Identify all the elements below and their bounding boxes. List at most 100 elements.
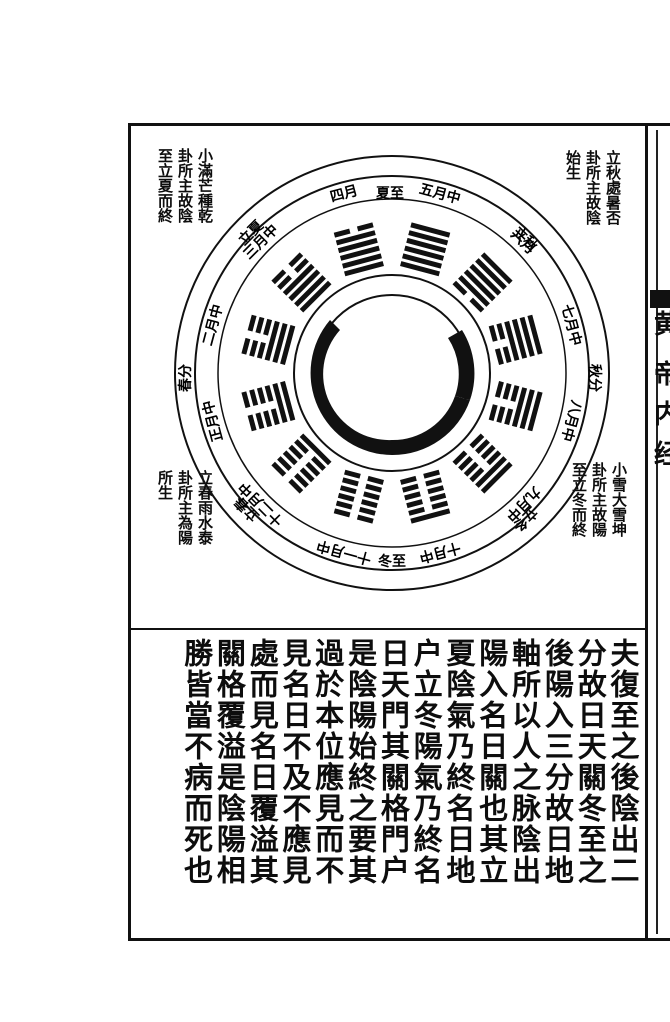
yang-line xyxy=(463,269,496,302)
yang-line xyxy=(511,318,528,359)
yin-line xyxy=(241,391,251,409)
month-label: 六月 xyxy=(507,226,539,258)
outer-label-left: 春分 xyxy=(177,364,194,393)
hexagram-12 xyxy=(333,222,384,277)
yang-line xyxy=(480,461,513,494)
yang-line xyxy=(410,222,451,238)
yin-line xyxy=(247,314,257,332)
yin-line xyxy=(294,473,309,488)
month-label: 正月中 xyxy=(199,398,226,443)
note-bottom-right-col: 卦所主故陽 xyxy=(590,462,608,537)
yin-line xyxy=(305,461,321,477)
yin-line xyxy=(504,408,514,426)
yin-line xyxy=(365,483,382,493)
yin-line xyxy=(249,340,259,357)
yang-line xyxy=(475,258,507,290)
yang-line xyxy=(404,245,445,261)
yin-line xyxy=(288,444,304,460)
yin-line xyxy=(452,450,468,466)
body-text-column: 關格覆溢是陰陽相 xyxy=(212,638,247,886)
month-label: 七月中 xyxy=(558,303,585,348)
hexagram-8 xyxy=(271,433,332,494)
yin-line xyxy=(502,346,512,363)
hexagram-layer xyxy=(241,222,543,524)
hexagram-11 xyxy=(271,252,332,313)
yin-line xyxy=(494,348,504,365)
yin-line xyxy=(271,461,287,477)
yin-line xyxy=(264,385,274,402)
body-text-column: 夫復至之後陰出二 xyxy=(606,638,640,886)
yin-line xyxy=(271,269,287,285)
yin-line xyxy=(431,500,449,510)
yang-line xyxy=(469,263,502,296)
note-top-right-col: 卦所主故陰 xyxy=(584,150,602,225)
outer-label-top: 夏至 xyxy=(376,185,404,202)
yang-line xyxy=(475,456,507,488)
yin-line xyxy=(247,414,257,432)
note-bottom-right-col: 小雪大雪坤 xyxy=(610,462,628,537)
note-top-left-col: 小滿芒種乾 xyxy=(196,148,214,223)
body-text-column: 户立冬陽氣乃終名 xyxy=(409,638,444,886)
yang-line xyxy=(527,314,543,355)
month-label: 十月中 xyxy=(417,539,462,566)
yin-line xyxy=(406,499,423,509)
outer-label-right: 秋分 xyxy=(586,364,603,392)
yin-line xyxy=(359,506,376,516)
dark-band-arc xyxy=(310,320,470,456)
body-text-column: 處而見名日覆溢其 xyxy=(245,638,280,886)
yin-line xyxy=(356,222,374,232)
yin-line xyxy=(361,499,378,509)
margin-tab-marker xyxy=(650,290,670,308)
yang-line xyxy=(264,320,280,361)
note-top-right-col: 立秋處暑否 xyxy=(604,150,622,225)
yin-line xyxy=(475,439,490,454)
yin-line xyxy=(263,410,273,428)
yin-line xyxy=(363,491,380,501)
dark-band-arc-end xyxy=(448,330,475,400)
margin-rule xyxy=(656,130,658,934)
yang-line xyxy=(406,237,447,254)
yin-line xyxy=(256,387,266,404)
yang-line xyxy=(299,433,332,466)
yin-line xyxy=(488,404,498,421)
month-label: 五月中 xyxy=(417,180,462,207)
outer-ring xyxy=(174,155,610,591)
yin-line xyxy=(270,408,280,426)
body-text-column: 後陽入三分故日地 xyxy=(540,638,575,886)
yang-line xyxy=(342,253,382,269)
yin-line xyxy=(344,469,361,479)
yang-line xyxy=(282,263,315,296)
yang-line xyxy=(344,261,384,277)
yang-line xyxy=(339,245,380,261)
yin-line xyxy=(488,325,498,342)
yin-line xyxy=(299,467,315,483)
yin-line xyxy=(282,450,298,466)
yin-line xyxy=(294,439,309,454)
body-text-column: 分故日天關冬至之 xyxy=(573,638,608,886)
yang-line xyxy=(280,381,296,421)
body-text-column: 過於本位應見而不 xyxy=(310,638,345,886)
yin-line xyxy=(249,389,259,406)
month-ring xyxy=(217,198,567,548)
yin-line xyxy=(452,280,468,296)
yang-line xyxy=(504,320,520,361)
yin-line xyxy=(333,228,351,238)
second-ring xyxy=(194,175,590,571)
yin-line xyxy=(263,318,273,336)
yin-line xyxy=(494,381,504,398)
yin-line xyxy=(337,492,355,502)
yin-line xyxy=(463,461,479,477)
yin-line xyxy=(458,456,473,471)
yin-line xyxy=(427,485,445,495)
note-top-left-col: 至立夏而終 xyxy=(156,148,174,223)
fore-edge-margin xyxy=(648,123,670,941)
yin-line xyxy=(342,477,359,487)
yang-line xyxy=(480,252,513,285)
margin-glyph: 黄 xyxy=(654,310,670,340)
body-text-column: 陽入名日關也其立 xyxy=(474,638,509,886)
yin-line xyxy=(480,444,496,460)
body-text-column: 軸所以人之脉陰出 xyxy=(507,638,542,886)
body-text-column: 是陰陽始終之要其 xyxy=(343,638,378,886)
yin-line xyxy=(311,456,326,471)
yin-line xyxy=(241,337,251,355)
